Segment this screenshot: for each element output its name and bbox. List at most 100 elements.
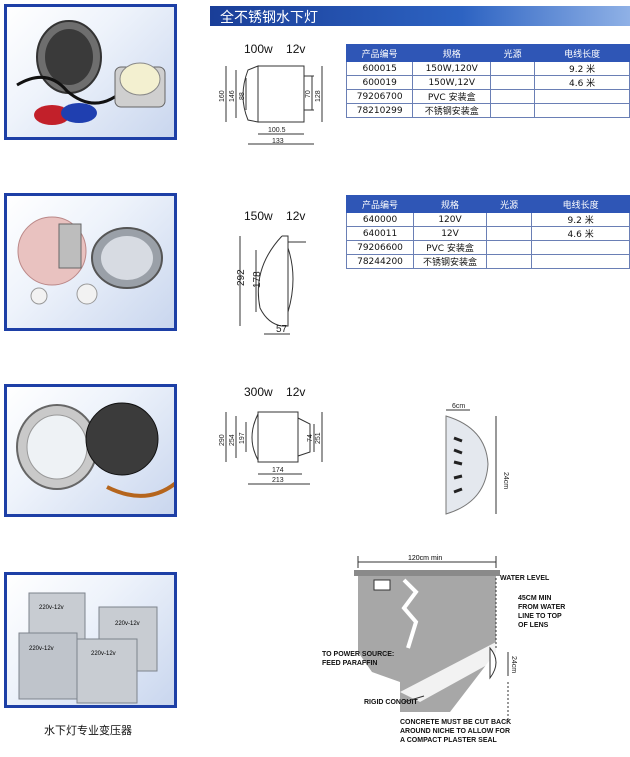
column-header: 规格 bbox=[412, 44, 492, 62]
table-cell: 150W,120V bbox=[412, 61, 492, 76]
table-cell: 不锈钢安装盒 bbox=[413, 254, 487, 269]
table-cell bbox=[490, 75, 536, 90]
spec-label-150w: 150w 12v bbox=[244, 209, 306, 223]
table-cell: 600015 bbox=[345, 61, 414, 76]
spec-label-300w: 300w 12v bbox=[244, 385, 306, 399]
transformer-illustration: 220v-12v 220v-12v 220v-12v 220v-12v bbox=[18, 592, 158, 704]
depth-note-line: LINE TO TOP bbox=[518, 613, 562, 620]
dim-label: 174 bbox=[272, 467, 284, 474]
table-cell: 4.6 米 bbox=[534, 75, 630, 90]
table-cell: 78244200 bbox=[345, 254, 415, 269]
transformer-box-label: 220v-12v bbox=[39, 605, 64, 611]
column-header: 光源 bbox=[485, 195, 533, 213]
product-photo-300w bbox=[4, 384, 177, 517]
table-cell: PVC 安装盒 bbox=[412, 89, 492, 104]
depth-note-line: OF LENS bbox=[518, 622, 549, 629]
table-cell: 9.2 米 bbox=[531, 212, 630, 227]
table-cell: 79206600 bbox=[345, 240, 415, 255]
dim-label: 24cm bbox=[502, 472, 509, 489]
water-level-label: WATER LEVEL bbox=[500, 575, 550, 582]
table-cell: 600019 bbox=[345, 75, 414, 90]
table-cell: 640000 bbox=[345, 212, 415, 227]
dim-label: 197 bbox=[239, 432, 246, 444]
dim-label: 70 bbox=[305, 90, 312, 98]
table-cell: 12V bbox=[413, 226, 487, 241]
dim-label: 57 bbox=[276, 324, 288, 335]
light-fixture-illustration bbox=[16, 20, 166, 125]
table-cell bbox=[485, 254, 533, 269]
dim-label: 292 bbox=[236, 269, 247, 286]
spec-label-100w: 100w 12v bbox=[244, 42, 306, 56]
table-cell bbox=[490, 89, 536, 104]
column-header: 光源 bbox=[490, 44, 536, 62]
depth-note-line: 45CM MIN bbox=[518, 595, 551, 602]
dim-label: 88 bbox=[239, 92, 246, 100]
table-cell bbox=[534, 103, 630, 118]
table-header-row: 产品编号 规格 光源 电线长度 bbox=[345, 44, 630, 62]
power-note-line: FEED PARAFFIN bbox=[322, 660, 377, 667]
light-fixture-illustration bbox=[17, 216, 163, 305]
table-cell: 4.6 米 bbox=[531, 226, 630, 241]
transformer-box-label: 220v-12v bbox=[91, 651, 116, 657]
transformer-box-label: 220v-12v bbox=[115, 621, 140, 627]
depth-note-line: FROM WATER bbox=[518, 604, 565, 611]
dim-label: 290 bbox=[219, 434, 226, 446]
column-header: 电线长度 bbox=[534, 44, 630, 62]
table-row: 79206600 PVC 安装盒 bbox=[345, 240, 630, 255]
product-photo-150w bbox=[4, 193, 177, 331]
table-cell bbox=[531, 240, 630, 255]
table-cell bbox=[485, 226, 533, 241]
dim-label: 128 bbox=[315, 90, 322, 102]
page-title: 全不锈钢水下灯 bbox=[220, 10, 318, 26]
table-row: 600019 150W,12V 4.6 米 bbox=[345, 75, 630, 90]
table-cell: 120V bbox=[413, 212, 487, 227]
dim-label: 146 bbox=[229, 90, 236, 102]
dim-label: 254 bbox=[229, 434, 236, 446]
column-header: 规格 bbox=[413, 195, 487, 213]
table-cell: 9.2 米 bbox=[534, 61, 630, 76]
table-row: 640011 12V 4.6 米 bbox=[345, 226, 630, 241]
product-photo-100w bbox=[4, 4, 177, 140]
dim-label: 251 bbox=[315, 432, 322, 444]
table-cell: 79206700 bbox=[345, 89, 414, 104]
installation-diagram: 120cm min WATER LEVEL 45CM MIN FROM WATE… bbox=[322, 555, 565, 744]
conduit-label: RIGID CONOUIT bbox=[364, 699, 418, 706]
table-cell bbox=[490, 103, 536, 118]
concrete-note-line: CONCRETE MUST BE CUT BACK bbox=[400, 719, 511, 726]
table-row: 640000 120V 9.2 米 bbox=[345, 212, 630, 227]
dim-label: 6cm bbox=[452, 403, 465, 410]
table-cell: 150W,12V bbox=[412, 75, 492, 90]
dim-label: 133 bbox=[272, 138, 284, 145]
table-cell bbox=[485, 240, 533, 255]
table-cell bbox=[490, 61, 536, 76]
table-cell bbox=[534, 89, 630, 104]
spec-table-100w: 产品编号 规格 光源 电线长度 600015 150W,120V 9.2 米 6… bbox=[345, 44, 630, 118]
spec-table-150w: 产品编号 规格 光源 电线长度 640000 120V 9.2 米 640011… bbox=[345, 195, 630, 269]
table-cell: PVC 安装盒 bbox=[413, 240, 487, 255]
transformer-photo: 220v-12v 220v-12v 220v-12v 220v-12v bbox=[4, 572, 177, 708]
concrete-note-line: A COMPACT PLASTER SEAL bbox=[400, 737, 498, 744]
light-fixture-illustration bbox=[16, 402, 174, 498]
table-header-row: 产品编号 规格 光源 电线长度 bbox=[345, 195, 630, 213]
table-row: 78210299 不锈钢安装盒 bbox=[345, 103, 630, 118]
dim-label: 100.5 bbox=[268, 127, 286, 134]
table-cell: 78210299 bbox=[345, 103, 414, 118]
column-header: 电线长度 bbox=[531, 195, 630, 213]
dimension-drawing-100w: 160 146 88 100.5 133 70 128 bbox=[219, 65, 323, 145]
dim-label: 74 bbox=[307, 434, 314, 442]
table-row: 78244200 不锈钢安装盒 bbox=[345, 254, 630, 269]
dimension-drawing-300w: 290 254 197 174 213 74 251 bbox=[219, 411, 323, 485]
dim-label: 160 bbox=[219, 90, 226, 102]
title-banner: 全不锈钢水下灯 bbox=[210, 6, 630, 26]
dim-label: 213 bbox=[272, 477, 284, 484]
niche-size-label: 24cm bbox=[510, 656, 517, 673]
table-row: 79206700 PVC 安装盒 bbox=[345, 89, 630, 104]
concrete-note-line: AROUND NICHE TO ALLOW FOR bbox=[400, 728, 510, 735]
dim-label: 178 bbox=[252, 271, 263, 288]
transformer-box-label: 220v-12v bbox=[29, 646, 54, 652]
width-label: 120cm min bbox=[408, 555, 442, 562]
column-header: 产品编号 bbox=[345, 44, 414, 62]
side-view-drawing-300w: 6cm 24cm bbox=[445, 403, 509, 515]
dimension-drawing-150w: 292 178 57 bbox=[236, 235, 306, 335]
power-note-line: TO POWER SOURCE: bbox=[322, 651, 394, 658]
